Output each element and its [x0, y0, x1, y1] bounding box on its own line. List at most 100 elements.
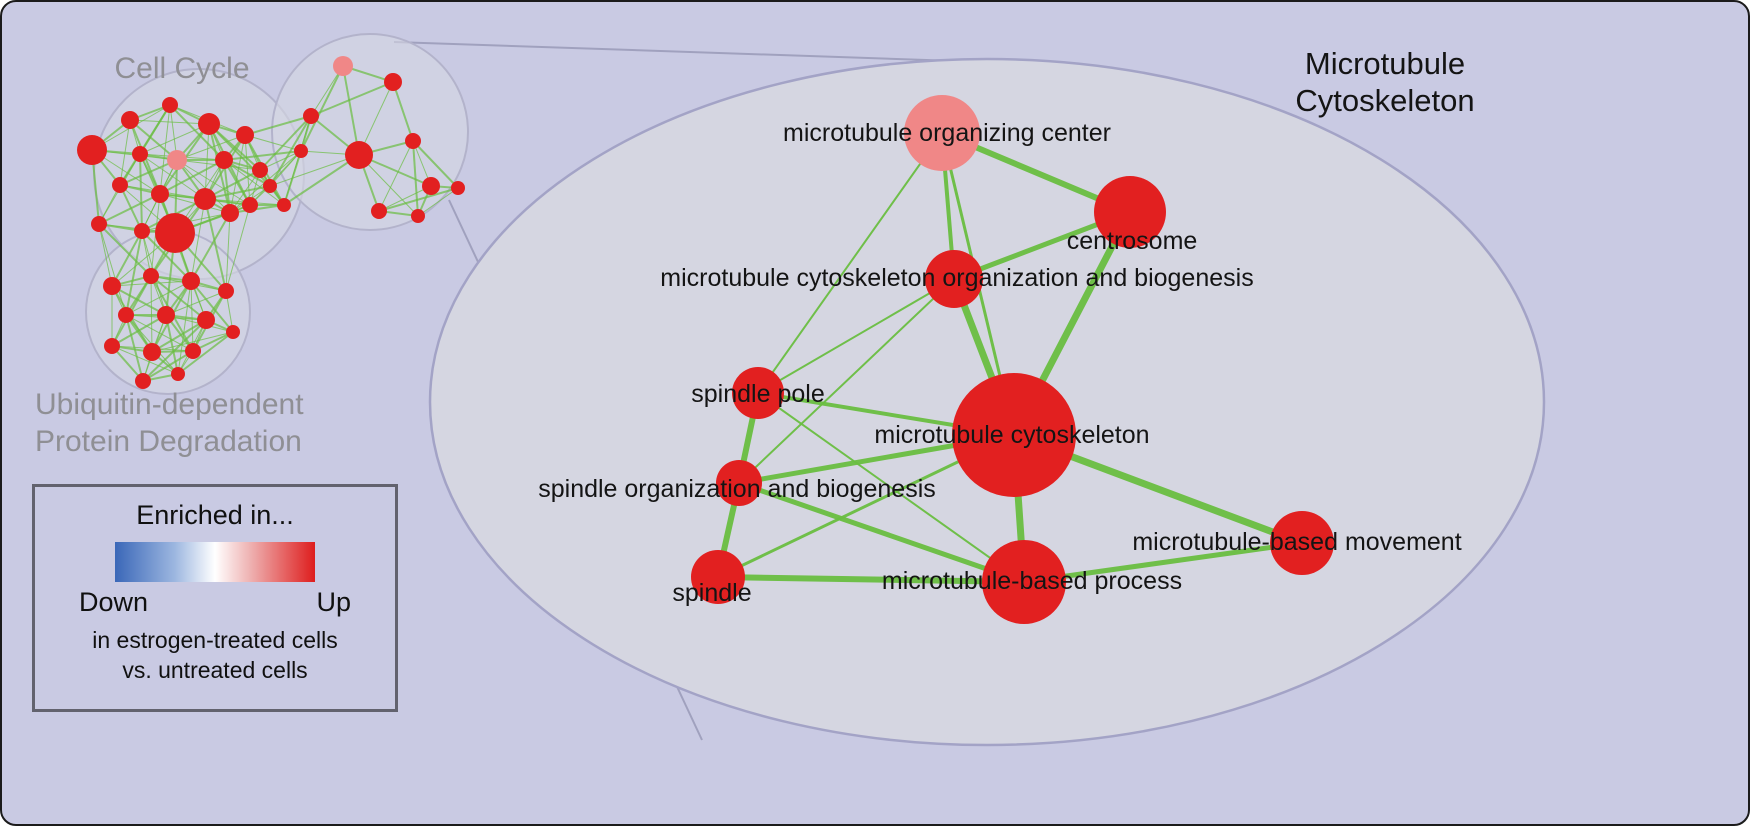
node-mt_movement	[1270, 511, 1334, 575]
zoom-network-nodes	[691, 95, 1334, 624]
mini-node	[451, 181, 465, 195]
mini-node	[143, 268, 159, 284]
node-mt_cyto	[952, 373, 1076, 497]
mini-edge	[244, 134, 251, 206]
mini-edge	[269, 150, 302, 187]
mini-edge	[139, 153, 206, 200]
mini-node	[112, 177, 128, 193]
mini-node	[236, 126, 254, 144]
legend-note: in estrogen-treated cells vs. untreated …	[92, 625, 337, 686]
label-mt_movement: microtubule-based movement	[1132, 528, 1461, 556]
mini-edge	[119, 159, 178, 186]
magnifier-cone-line-top	[393, 41, 988, 63]
mini-node	[162, 97, 178, 113]
node-spindle	[691, 550, 745, 604]
mini-edge	[392, 81, 414, 142]
mini-edge	[412, 140, 419, 217]
mini-node	[91, 216, 107, 232]
legend-note-line1: in estrogen-treated cells	[92, 627, 338, 653]
mini-edge	[125, 230, 143, 316]
mini-edge	[98, 223, 113, 287]
legend-up-label: Up	[316, 587, 351, 617]
mini-node	[135, 373, 151, 389]
mini-network-edges	[91, 65, 459, 382]
mini-node	[134, 223, 150, 239]
mini-edge	[98, 193, 161, 225]
edge-spindle_org-mt_process	[736, 480, 1027, 585]
mini-edge	[204, 198, 227, 292]
mini-node	[345, 141, 373, 169]
edge-mt_org-spindle_pole	[757, 278, 955, 394]
edge-mt_process-mt_movement	[1021, 540, 1305, 585]
mini-node	[182, 272, 200, 290]
edge-moc-spindle_pole	[757, 132, 943, 394]
mini-node	[157, 306, 175, 324]
mini-node	[218, 283, 234, 299]
label-centrosome: centrosome	[1067, 227, 1198, 255]
label-mt_process: microtubule-based process	[882, 567, 1182, 595]
label-spindle: spindle	[672, 579, 751, 607]
label-spindle_org: spindle organization and biogenesis	[538, 475, 936, 503]
mini-node	[277, 198, 291, 212]
node-mt_org	[925, 250, 983, 308]
zoom-network-labels: microtubule organizing centercentrosomem…	[538, 119, 1461, 607]
microtubule-title-line1: Microtubule	[1305, 46, 1465, 81]
mini-edge	[125, 314, 144, 382]
mini-node	[411, 209, 425, 223]
mini-node	[103, 277, 121, 295]
mini-edge	[300, 65, 344, 152]
legend-axis-labels: Down Up	[79, 587, 351, 618]
mini-edge	[358, 154, 419, 217]
node-mt_process	[982, 540, 1066, 624]
mini-edge	[190, 212, 231, 282]
edge-mt_org-spindle_org	[738, 278, 955, 484]
mini-edge	[111, 285, 167, 316]
mini-edge	[151, 319, 207, 353]
microtubule-title-line2: Cytoskeleton	[1295, 83, 1474, 118]
node-centrosome	[1094, 176, 1166, 248]
mini-edge	[342, 65, 360, 156]
mini-edge	[141, 230, 192, 282]
mini-edge	[119, 119, 131, 186]
ubiquitin-label-line1: Ubiquitin-dependent	[35, 388, 304, 421]
mini-node	[185, 343, 201, 359]
mini-edge	[378, 140, 414, 212]
mini-edge	[177, 331, 234, 375]
mini-node	[215, 151, 233, 169]
mini-edge	[269, 115, 312, 187]
mini-edge	[229, 204, 285, 214]
mini-network-nodes	[77, 56, 465, 389]
mini-edge	[159, 159, 225, 195]
mini-node	[263, 179, 277, 193]
mini-node	[371, 203, 387, 219]
mini-node	[143, 343, 161, 361]
mini-node	[151, 185, 169, 203]
mini-edge	[225, 204, 251, 292]
mini-edge	[310, 81, 394, 117]
mini-edge	[129, 119, 178, 161]
mini-node	[333, 56, 353, 76]
mini-node	[171, 367, 185, 381]
mini-edge	[229, 134, 246, 214]
mini-node	[132, 146, 148, 162]
mini-edge	[176, 159, 231, 214]
legend-gradient-bar	[115, 542, 315, 582]
mini-node	[121, 111, 139, 129]
mini-edge	[223, 159, 285, 206]
label-mt_org: microtubule cytoskeleton organization an…	[660, 264, 1253, 292]
legend-note-line2: vs. untreated cells	[122, 657, 308, 684]
label-spindle_pole: spindle pole	[691, 380, 824, 408]
mini-edge	[417, 187, 459, 217]
mini-edge	[190, 280, 234, 333]
mini-node	[167, 150, 187, 170]
mini-edge	[111, 345, 179, 375]
ubiquitin-label-line2: Protein Degradation	[35, 425, 302, 458]
mini-edge	[165, 314, 179, 375]
mini-edge	[139, 123, 210, 155]
mini-edge	[412, 140, 459, 189]
mini-edge	[283, 154, 360, 206]
mini-edge	[269, 154, 360, 187]
mini-edge	[142, 350, 194, 382]
mini-node	[198, 113, 220, 135]
mini-edge	[378, 185, 432, 212]
